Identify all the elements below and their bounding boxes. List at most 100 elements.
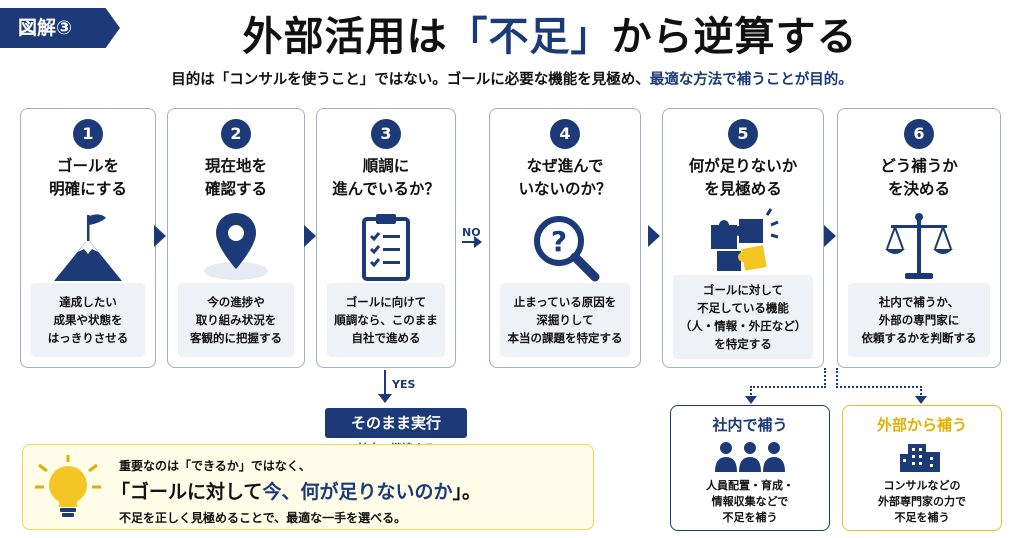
map-pin-icon: [204, 213, 268, 280]
step-title-line: 順調に: [362, 157, 410, 175]
option-description: コンサルなどの 外部専門家の力で 不足を補う: [843, 478, 1001, 526]
desc-line: 順調なら、このまま: [334, 313, 438, 327]
step-title: なぜ進んで いないのか？: [490, 155, 640, 201]
yes-connector-line: [384, 370, 386, 398]
option-outside-card: 外部から補う コンサルなどの 外部専門家の力で 不足を補う: [842, 405, 1002, 531]
step-description: 止まっている原因を 深掘りして 本当の課題を特定する: [500, 283, 630, 357]
branch-connector: [750, 386, 752, 398]
step-title: どう補うか を決める: [838, 155, 1000, 201]
step-number: 4: [550, 119, 580, 149]
step-number: 6: [904, 119, 934, 149]
key-point-line-2: 「ゴールに対して今、何が足りないのか」。: [111, 477, 481, 504]
step-title-line: 確認する: [204, 180, 267, 198]
desc-line: 人員配置・育成・: [706, 479, 794, 492]
desc-line: 社内で補うか、: [878, 295, 960, 309]
step-title: 現在地を 確認する: [168, 155, 304, 201]
branch-connector: [750, 386, 826, 388]
branch-arrowhead: [915, 396, 927, 404]
title-pre: 外部活用は: [242, 14, 448, 60]
step-title: 順調に 進んでいるか？: [317, 155, 455, 201]
desc-line: 本当の課題を特定する: [507, 331, 623, 345]
step-title-line: どう補うか: [880, 157, 958, 175]
mountain-flag-icon: [54, 214, 122, 281]
desc-line: 外部専門家の力で: [878, 495, 966, 508]
desc-line: ゴールに対して: [702, 283, 784, 297]
magnifier-question-icon: ?: [534, 216, 600, 282]
flow-arrow: [304, 225, 316, 247]
title-highlight: 「不足」: [447, 14, 612, 60]
step-title-line: なぜ進んで: [526, 157, 604, 175]
figure-badge: 図解③: [0, 8, 120, 48]
step-description: 達成したい 成果や状態を はっきりさせる: [31, 283, 145, 357]
step-title-line: 進んでいるか？: [332, 180, 440, 198]
branch-connector: [836, 386, 922, 388]
continue-as-is-box: そのまま実行: [325, 408, 467, 438]
step-title-line: いないのか？: [518, 180, 612, 198]
option-title: 外部から補う: [876, 416, 967, 434]
desc-line: 今の進捗や: [207, 295, 265, 309]
lightbulb-icon: [35, 455, 101, 517]
desc-line: 自社で進める: [351, 331, 421, 345]
step-number: 5: [728, 119, 758, 149]
option-title: 社内で補う: [712, 416, 788, 434]
yes-label: YES: [392, 378, 416, 391]
step-description: ゴールに向けて 順調なら、このまま 自社で進める: [327, 283, 445, 357]
option-inside-card: 社内で補う 人員配置・育成・ 情報収集などで 不足を補う: [670, 405, 830, 531]
desc-line: 情報収集などで: [711, 495, 789, 508]
branch-connector: [824, 368, 826, 388]
desc-line: 成果や状態を: [53, 313, 123, 327]
step-description: ゴールに対して 不足している機能 （人・情報・外圧など） を特定する: [673, 275, 813, 359]
desc-line: を特定する: [714, 337, 772, 351]
flow-arrow: [824, 225, 836, 247]
svg-text:?: ?: [551, 225, 567, 258]
scale-icon: [885, 213, 953, 279]
desc-line: 不足を補う: [722, 511, 778, 524]
step-title-line: 何が足りないか: [688, 157, 798, 175]
step-card-1: 1 ゴールを 明確にする 達成したい 成果や状態を はっきりさせる: [20, 108, 156, 368]
step-title-line: 現在地を: [204, 157, 267, 175]
branch-arrowhead: [745, 396, 757, 404]
step-number: 3: [371, 119, 401, 149]
step-card-4: 4 なぜ進んで いないのか？ ? 止まっている原因を 深掘りして 本当の課題を特…: [489, 108, 641, 368]
page-title: 外部活用は「不足」から逆算する: [150, 4, 950, 62]
branch-connector: [920, 386, 922, 398]
step-card-3: 3 順調に 進んでいるか？ ゴールに向けて 順調なら、このまま 自社で進める: [316, 108, 456, 368]
no-connector-line: [462, 241, 478, 243]
yes-connector-arrowhead: [378, 394, 392, 403]
key-point-highlight: 今、何が足りないのか: [262, 481, 453, 503]
no-label: NO: [462, 226, 481, 239]
desc-line: コンサルなどの: [883, 479, 961, 492]
step-card-2: 2 現在地を 確認する 今の進捗や 取り組み状況を 客観的に把握する: [167, 108, 305, 368]
option-description: 人員配置・育成・ 情報収集などで 不足を補う: [671, 478, 829, 526]
step-description: 社内で補うか、 外部の専門家に 依頼するかを判断する: [848, 283, 990, 357]
key-point-box: 重要なのは「できるか」ではなく、 「ゴールに対して今、何が足りないのか」。 不足…: [22, 444, 594, 530]
people-icon: [715, 442, 785, 472]
step-title: 何が足りないか を見極める: [663, 155, 823, 201]
desc-line: 深掘りして: [536, 313, 594, 327]
step-title-line: 明確にする: [49, 180, 127, 198]
step-title-line: ゴールを: [56, 157, 119, 175]
desc-line: 外部の専門家に: [878, 313, 960, 327]
step-title-line: を決める: [887, 180, 950, 198]
flow-arrow: [154, 225, 166, 247]
clipboard-checklist-icon: [362, 214, 410, 281]
subtitle-pre: 目的は「コンサルを使うこと」ではない。ゴールに必要な機能を見極め、: [171, 72, 650, 88]
step-title-line: を見極める: [704, 180, 782, 198]
step-card-5: 5 何が足りないか を見極める ゴールに対して 不足している機能 （人・情報・外…: [662, 108, 824, 368]
step-card-6: 6 どう補うか を決める 社内で補うか、 外部の専門家に 依頼するかを判断する: [837, 108, 1001, 368]
key-point-line-1: 重要なのは「できるか」ではなく、: [119, 459, 311, 473]
desc-line: 取り組み状況を: [195, 313, 277, 327]
key-point-pre: 「ゴールに対して: [111, 481, 263, 503]
desc-line: 不足を補う: [894, 511, 950, 524]
puzzle-icon: [711, 208, 779, 271]
building-icon: [900, 444, 940, 472]
desc-line: 依頼するかを判断する: [861, 331, 977, 345]
flow-arrow: [648, 225, 660, 247]
desc-line: 客観的に把握する: [190, 331, 282, 345]
key-point-line-3: 不足を正しく見極めることで、最適な一手を選べる。: [119, 511, 407, 525]
step-number: 2: [221, 119, 251, 149]
desc-line: 止まっている原因を: [513, 295, 617, 309]
step-title: ゴールを 明確にする: [21, 155, 155, 201]
no-connector-arrowhead: [474, 236, 482, 248]
desc-line: 達成したい: [59, 295, 117, 309]
